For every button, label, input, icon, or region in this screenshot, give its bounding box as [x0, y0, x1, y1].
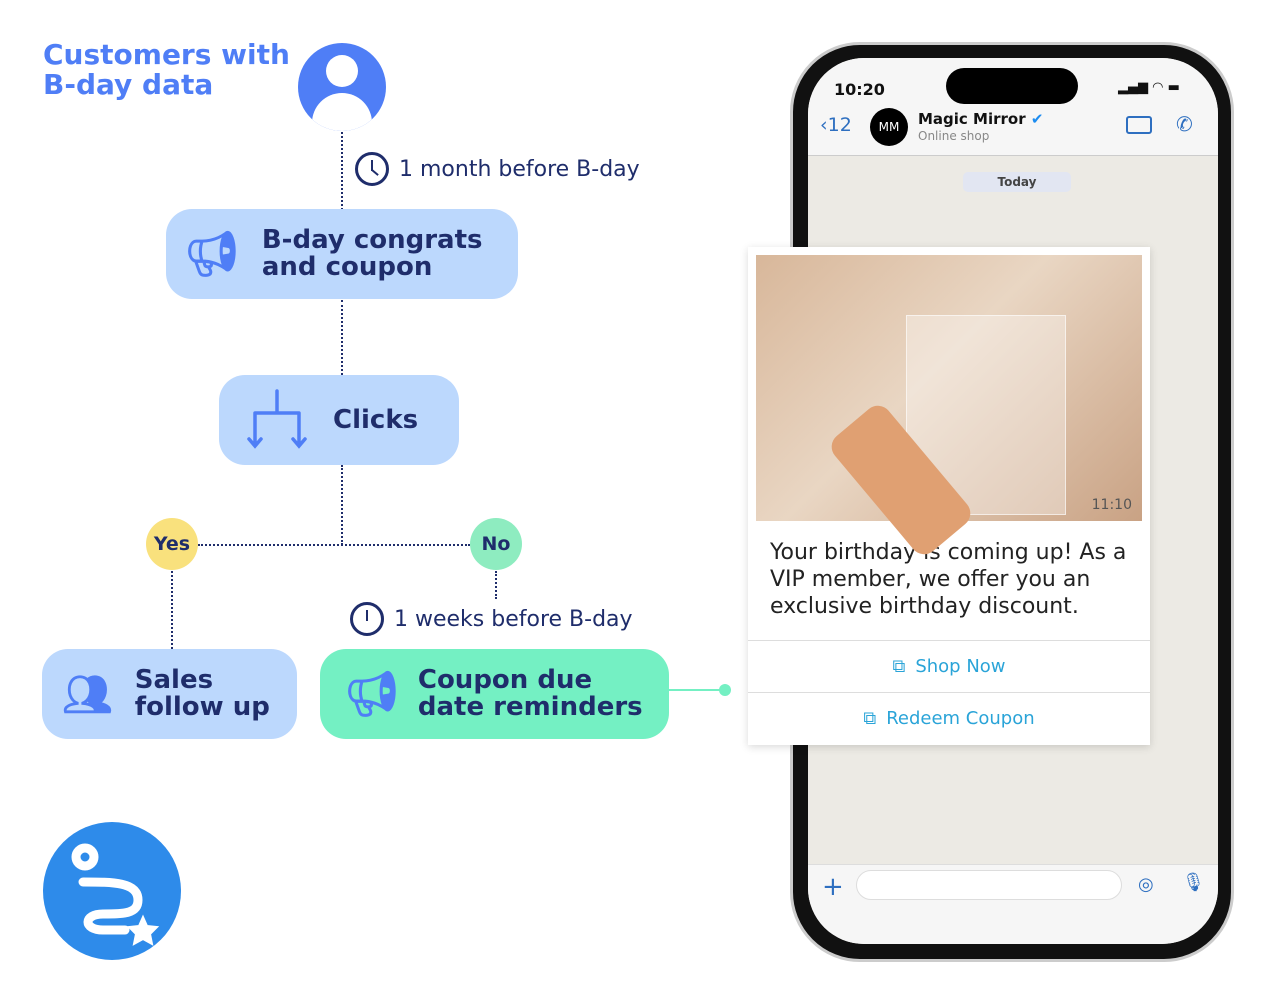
status-icons: ▂▄▆ ◠ ▬: [1118, 80, 1180, 95]
message-card: 11:10 Your birthday is coming up! As a V…: [748, 247, 1150, 745]
product-image: 11:10: [756, 255, 1142, 560]
plus-icon[interactable]: +: [822, 872, 844, 902]
connector: [198, 544, 470, 546]
connector: [171, 571, 173, 649]
timer-label: 1 weeks before B-day: [394, 606, 633, 632]
status-time: 10:20: [834, 80, 885, 99]
step-label: date reminders: [417, 692, 643, 722]
back-count: 12: [827, 114, 852, 136]
step-label: Sales: [134, 665, 214, 695]
back-button[interactable]: ‹12: [820, 114, 852, 136]
redeem-coupon-button[interactable]: ⧉ Redeem Coupon: [748, 692, 1150, 744]
connector: [341, 132, 343, 210]
contact-name: Magic Mirror: [918, 110, 1026, 128]
camera-icon[interactable]: ◎: [1138, 874, 1154, 895]
clock-icon: [350, 602, 384, 636]
users-icon: 👥︎: [62, 671, 113, 718]
brand-logo: [43, 822, 181, 960]
connector: [495, 571, 497, 599]
video-call-icon[interactable]: [1126, 116, 1152, 134]
step-label: Clicks: [333, 404, 419, 435]
step-clicks[interactable]: Clicks: [219, 375, 459, 465]
image-time: 11:10: [1091, 497, 1132, 513]
message-text: Your birthday is coming up! As a VIP mem…: [770, 540, 1127, 619]
external-link-icon: ⧉: [863, 708, 877, 729]
message-input[interactable]: [856, 870, 1122, 900]
title-line: B-day data: [43, 68, 214, 101]
timer-label: 1 month before B-day: [399, 156, 640, 182]
step-label: follow up: [134, 692, 270, 722]
connector: [341, 465, 343, 545]
connector: [341, 300, 343, 375]
button-label: Shop Now: [915, 656, 1006, 677]
megaphone-icon: 📢︎: [344, 669, 400, 720]
external-link-icon: ⧉: [892, 656, 906, 677]
connector: [669, 689, 725, 691]
timer-2: 1 weeks before B-day: [350, 602, 633, 636]
contact-status: Online shop: [918, 129, 990, 143]
microphone-icon[interactable]: 🎙︎: [1182, 872, 1205, 893]
yes-badge: Yes: [146, 518, 198, 570]
connector-dot: [719, 684, 731, 696]
verified-icon: ✔: [1030, 110, 1044, 128]
button-label: Redeem Coupon: [886, 708, 1035, 729]
no-badge: No: [470, 518, 522, 570]
customer-avatar-icon: [298, 43, 386, 131]
title-line: Customers with: [43, 38, 290, 71]
step-label: B-day congrats: [261, 225, 483, 255]
step-label: Coupon due: [417, 665, 593, 695]
shop-now-button[interactable]: ⧉ Shop Now: [748, 640, 1150, 692]
step-label: and coupon: [261, 252, 433, 282]
date-chip: Today: [963, 172, 1071, 192]
split-icon: [247, 389, 307, 449]
phone-call-icon[interactable]: ✆: [1176, 112, 1193, 136]
clock-icon: [355, 152, 389, 186]
timer-1: 1 month before B-day: [355, 152, 640, 186]
contact-avatar: MM: [870, 108, 908, 146]
megaphone-icon: 📢︎: [184, 229, 240, 280]
dynamic-island: [946, 68, 1078, 104]
